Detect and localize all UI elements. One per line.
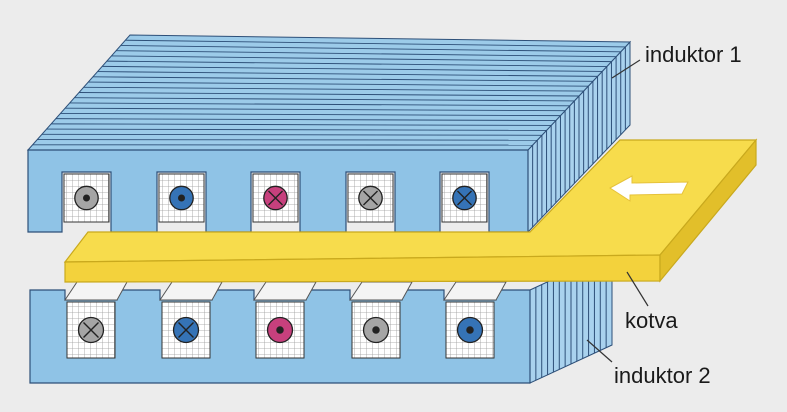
- inductor-1-top-lamination: [46, 128, 547, 131]
- bottom-conductor-3-dot: [276, 326, 284, 334]
- inductor-1-top-lamination: [120, 45, 621, 53]
- inductor-2-slot-1: [64, 281, 128, 301]
- inductor-1-top-lamination: [106, 60, 607, 67]
- inductor-1-top-lamination: [74, 97, 575, 102]
- inductor-1-top-lamination: [65, 107, 566, 112]
- inductor-1-top-lamination: [88, 81, 589, 87]
- inductor-2: [29, 251, 613, 384]
- armature-side-edge: [659, 138, 757, 283]
- inductor-1-top-lamination: [78, 92, 580, 97]
- inductor-1-top-lamination: [116, 50, 617, 58]
- inductor-1-top-lamination: [111, 55, 612, 63]
- top-conductor-1-dot: [82, 194, 91, 202]
- inductor-2-slot-4: [349, 281, 413, 301]
- armature: [63, 138, 758, 283]
- inductor-2-slot-5: [443, 281, 507, 301]
- top-conductor-5-cross-b: [456, 190, 473, 206]
- inductor-1-top-lamination: [97, 71, 598, 77]
- armature-label: kotva: [625, 308, 678, 333]
- inductor-2-slot-2: [159, 281, 223, 301]
- inductor-1-top-lamination: [102, 65, 603, 72]
- top-conductor-2-dot: [177, 194, 186, 202]
- inductor-1-top-lamination: [92, 76, 593, 82]
- top-conductor-4-cross-b: [362, 190, 379, 206]
- inductor-1: [26, 34, 632, 234]
- inductor-1-top-lamination: [125, 39, 626, 48]
- inductor-1-top-lamination: [41, 133, 542, 136]
- armature-leader: [626, 271, 649, 307]
- top-conductor-3-cross-b: [267, 190, 284, 206]
- inductor-1-top-lamination: [55, 118, 556, 121]
- inductor-1-front-face: [27, 149, 529, 233]
- inductor-1-top-lamination: [60, 112, 561, 117]
- inductor-1-leader: [611, 59, 641, 79]
- inductor-1-top-lamination: [83, 86, 584, 92]
- inductor-1-top-lamination: [51, 123, 552, 126]
- inductor-2-label: induktor 2: [614, 363, 711, 388]
- bottom-conductor-5-dot: [466, 326, 474, 334]
- movement-arrow-icon: [609, 175, 689, 202]
- bottom-conductor-4-dot: [372, 326, 380, 334]
- inductor-2-slot-3: [253, 281, 317, 301]
- bottom-conductor-2-cross-b: [178, 322, 194, 338]
- inductor-1-top-lamination: [37, 139, 538, 141]
- inductor-2-leader: [586, 339, 613, 363]
- bottom-conductor-1-cross-b: [83, 322, 99, 338]
- inductor-1-label: induktor 1: [645, 42, 742, 67]
- bottom-conductor-2-winding: [161, 301, 211, 359]
- inductor-1-top-lamination: [69, 102, 570, 107]
